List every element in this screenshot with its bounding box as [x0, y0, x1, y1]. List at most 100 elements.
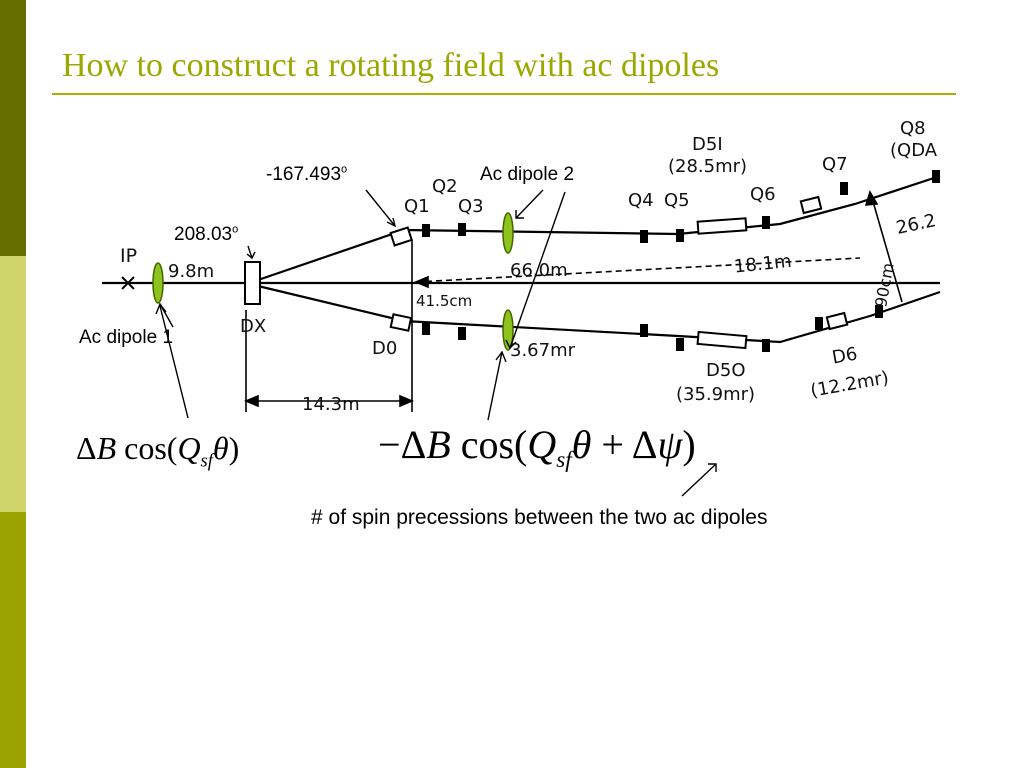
label-d5o-angle: (35.9mr) [676, 384, 755, 405]
label-q1: Q1 [404, 196, 430, 217]
sidebar-segment-bottom [0, 512, 26, 768]
dx-magnet [244, 261, 261, 305]
label-66m: 66.0m [510, 260, 568, 281]
phase-top-value: -167.493 [266, 164, 342, 185]
ac-dipole-1-label: Ac dipole 1 [79, 327, 174, 348]
label-41-5cm: 41.5cm [416, 292, 472, 310]
arrow-phase-bottom [247, 245, 253, 259]
phase-bottom-value: 208.03 [174, 224, 233, 245]
title-underline [52, 93, 956, 95]
note-arrow [681, 463, 717, 497]
f1-sub-sf: sf [200, 450, 213, 472]
label-q8: Q8 [900, 118, 926, 139]
f1-b: B [96, 430, 117, 466]
f2-q: Q [527, 422, 557, 467]
f1-cos: cos( [124, 430, 178, 466]
f2-delta: Δ [400, 422, 427, 467]
quad-q5-lower [676, 338, 684, 351]
quad-q3-lower [458, 327, 466, 340]
f2-theta: θ [571, 422, 592, 467]
quad-q3-upper [458, 223, 466, 236]
ac-dipole-2-label: Ac dipole 2 [480, 164, 575, 185]
arrow-phase-top [365, 189, 396, 227]
f2-plus-delta: + Δ [591, 422, 658, 467]
quad-q4-upper [640, 230, 648, 243]
label-90cm: 90cm [871, 261, 897, 308]
label-q2: Q2 [432, 176, 458, 197]
ac-dipole-2-upper-marker [502, 212, 514, 254]
label-d5o: D5O [706, 360, 745, 381]
d5o-magnet [696, 330, 748, 350]
quad-q7-lower [815, 317, 823, 330]
arrow-phase-top-head [386, 217, 397, 228]
label-3-67mr: 3.67mr [510, 340, 576, 361]
quad-q6-lower [762, 339, 770, 352]
f2-cos: cos( [460, 422, 528, 467]
quad-q5-upper [676, 229, 684, 242]
upper-small-magnet [799, 195, 823, 215]
slide-title: How to construct a rotating field with a… [62, 47, 720, 84]
dim-90cm-head [864, 190, 879, 206]
dim-66m-head [413, 275, 429, 289]
phase-label-bottom: 208.03o [174, 224, 238, 246]
label-dx: DX [240, 316, 266, 337]
sidebar-segment-top [0, 0, 26, 256]
label-q5: Q5 [664, 190, 690, 211]
f2-minus: − [378, 422, 401, 467]
quad-q2-lower [422, 322, 430, 335]
dim-14-3m-head-left [243, 394, 259, 408]
f2-b: B [426, 422, 451, 467]
sidebar-decoration [0, 0, 26, 768]
quad-q8-lower [875, 305, 883, 318]
sidebar-segment-middle [0, 256, 26, 512]
label-q4: Q4 [628, 190, 654, 211]
phase-top-degree: o [341, 163, 348, 176]
d6-magnet [825, 311, 849, 331]
quad-q6-upper [762, 216, 770, 229]
d5i-magnet [696, 217, 748, 235]
ac-dipole-1-marker [152, 262, 164, 304]
arrow-ac-dipole-2-upper-head [515, 210, 524, 219]
label-9-8m: 9.8m [168, 261, 214, 282]
label-14-3m: 14.3m [302, 394, 360, 415]
label-q3: Q3 [458, 196, 484, 217]
ip-marker [121, 276, 135, 290]
f1-theta: θ [212, 430, 229, 466]
label-d5i: D5I [692, 134, 723, 155]
f1-q: Q [177, 430, 201, 466]
arrow-formula2-to-dipole [487, 351, 503, 421]
d0-magnet [389, 313, 413, 332]
label-qda: (QDA [890, 140, 938, 161]
f1-delta: Δ [76, 430, 97, 466]
q1-magnet [389, 226, 413, 247]
dim-14-3m-head-right [399, 394, 415, 408]
f2-close: ) [682, 422, 696, 467]
arrow-ac-dipole-2-lower-head [505, 339, 517, 350]
label-d6: D6 [830, 343, 859, 368]
f2-sub-sf: sf [556, 447, 572, 473]
arrow-phase-bottom-head [246, 251, 256, 260]
label-d6-angle: (12.2mr) [809, 367, 891, 401]
arrow-ac-dipole-1-from-formula [159, 305, 189, 419]
phase-label-top: -167.493o [266, 164, 347, 186]
arrow-ac-dipole-2-upper [515, 189, 544, 219]
label-q6: Q6 [750, 184, 776, 205]
arrow-formula2-head [495, 350, 507, 363]
upper-beam-line [257, 174, 941, 282]
arrow-ac-dipole-2-lower [509, 191, 566, 349]
f1-close: ) [228, 430, 240, 466]
arrow-ac-dipole-1-head [155, 302, 167, 315]
quad-q2-upper [422, 224, 430, 237]
ac-dipole-2-lower-marker [502, 309, 514, 351]
label-d0: D0 [372, 338, 397, 359]
quad-q8-upper [932, 170, 940, 183]
formula-ac-dipole-1: ΔB cos(Qsfθ) [76, 428, 240, 472]
spin-precession-note: # of spin precessions between the two ac… [311, 506, 768, 529]
label-ip: IP [120, 245, 137, 267]
dim-26-2-line [871, 197, 903, 303]
formula-ac-dipole-2: −ΔB cos(Qsfθ + Δψ) [378, 422, 696, 472]
label-q7: Q7 [822, 154, 848, 175]
dim-66m-dashed [415, 257, 861, 283]
label-d5i-angle: (28.5mr) [668, 156, 747, 177]
quad-q7-upper [840, 182, 848, 195]
